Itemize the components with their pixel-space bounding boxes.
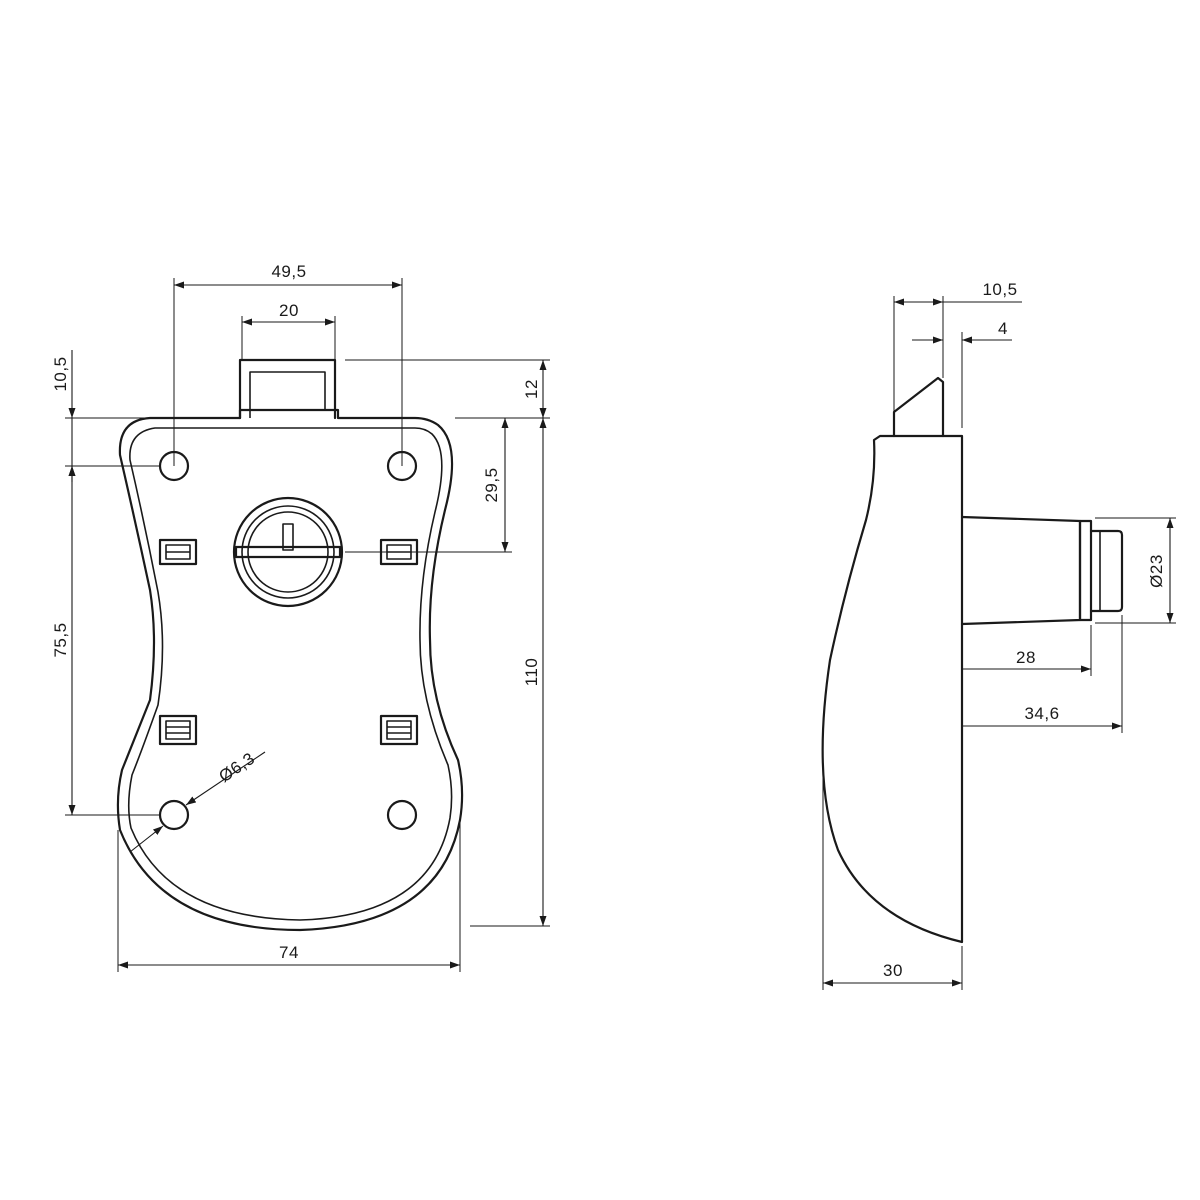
dim-label-10-5-front: 10,5: [51, 356, 70, 391]
dim-cylinder-diameter: Ø23: [1095, 517, 1176, 624]
side-cylinder: [960, 515, 1082, 626]
dim-label-12: 12: [522, 379, 541, 399]
side-view-dimensions: 10,5 4 Ø23 28 34,6: [822, 280, 1176, 990]
front-view-dimensions: 49,5 20 12 110 29,5: [51, 262, 550, 972]
dim-overall-width: 74: [117, 820, 461, 972]
side-latch: [892, 376, 945, 438]
dim-center-offset: 29,5: [345, 417, 512, 553]
dim-label-diameter-23: Ø23: [1147, 554, 1166, 588]
dim-tab-width: 20: [241, 301, 336, 360]
dim-hole-diameter: Ø6,3: [129, 749, 266, 853]
cylinder-lock-front: [232, 496, 344, 608]
dim-cylinder-length: 28: [962, 625, 1092, 676]
dim-label-75-5: 75,5: [51, 622, 70, 657]
dim-overall-height: 110: [470, 418, 550, 927]
dim-label-20: 20: [279, 301, 299, 320]
dim-label-28: 28: [1016, 648, 1036, 667]
dim-label-29-5: 29,5: [482, 467, 501, 502]
dim-label-74: 74: [279, 943, 299, 962]
dim-latch-offset: 10,5: [893, 280, 1022, 412]
slot-top-left: [158, 538, 198, 566]
dim-label-34-6: 34,6: [1024, 704, 1059, 723]
front-view: [116, 358, 464, 932]
front-body-outline: [116, 408, 464, 932]
side-cylinder-cap: [1089, 529, 1124, 613]
dim-label-diameter-6-3: Ø6,3: [216, 749, 259, 786]
mounting-hole-bottom-left: [158, 799, 190, 831]
slot-bottom-right: [379, 714, 419, 746]
mounting-hole-bottom-right: [386, 799, 418, 831]
dim-body-depth: 30: [822, 750, 963, 990]
dim-label-110: 110: [522, 658, 541, 687]
side-cylinder-collar: [1078, 519, 1093, 622]
dim-label-10-5-side: 10,5: [982, 280, 1017, 299]
dim-latch-thickness: 4: [912, 319, 1012, 428]
dim-cylinder-total-length: 34,6: [962, 615, 1123, 733]
dim-label-49-5: 49,5: [271, 262, 306, 281]
front-top-tab-inner: [249, 371, 326, 418]
dim-top-hole-offset: 10,5: [51, 350, 160, 482]
side-view: [821, 376, 1124, 944]
dim-hole-spacing-height: 75,5: [51, 466, 160, 816]
front-top-tab: [238, 358, 337, 420]
dim-tab-height: 12: [345, 359, 550, 419]
dim-label-4: 4: [998, 319, 1008, 338]
front-body-inner-outline: [127, 427, 453, 921]
dim-label-30: 30: [883, 961, 903, 980]
dim-hole-spacing-width: 49,5: [173, 262, 403, 466]
slot-bottom-left: [158, 714, 198, 746]
side-body-profile: [821, 434, 964, 944]
